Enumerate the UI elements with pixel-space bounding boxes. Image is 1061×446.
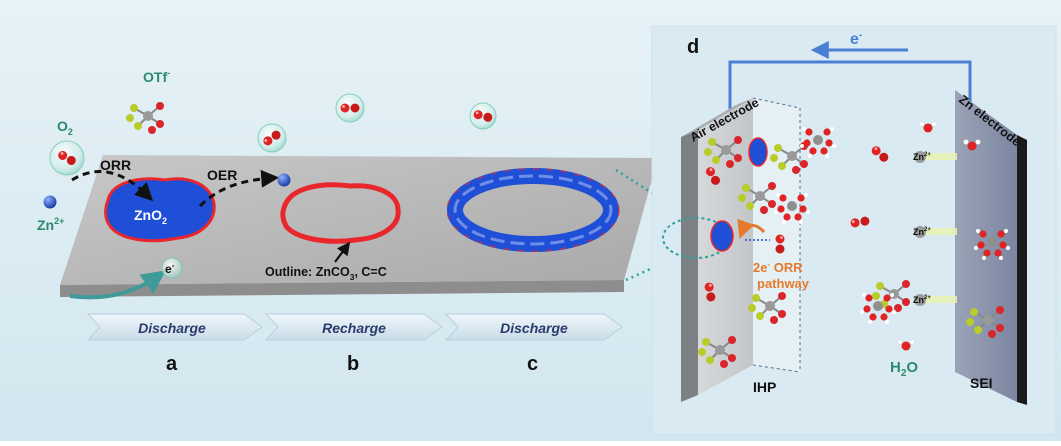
air-electrode-top <box>681 98 753 137</box>
step-arrow-discharge-2: Discharge <box>444 313 623 341</box>
panel-label-c: c <box>527 353 538 375</box>
outline-ring <box>280 182 401 244</box>
zn-ion-group-1: Zn2+ <box>913 151 957 163</box>
zn-ion-icon <box>914 151 926 163</box>
zn-ion-group-3: Zn2+ <box>913 294 957 306</box>
zn-ion-trail <box>915 153 957 160</box>
zno2-label: ZnO2 <box>134 207 167 226</box>
cathode-slab-edge <box>60 280 624 297</box>
electron-arrow <box>69 270 166 300</box>
o2-label: O2 <box>57 118 73 137</box>
panel-label-b: b <box>347 353 359 375</box>
zn-ion-trail <box>915 296 957 303</box>
orr-label: ORR <box>100 157 131 173</box>
ihp-label: IHP <box>753 379 776 395</box>
orr-arrow <box>71 170 154 202</box>
zn-ion-icon <box>914 294 926 306</box>
air-electrode-side <box>681 130 698 402</box>
otf-label: OTf- <box>143 68 170 85</box>
zn-ion-label: Zn2+ <box>913 227 931 237</box>
zn-electrode-side <box>1017 135 1027 405</box>
zn-ion-icon <box>277 173 291 187</box>
zn-ion-label: Zn2+ <box>913 295 931 305</box>
oer-label: OER <box>207 167 237 183</box>
orr-pathway-arrow <box>737 218 766 239</box>
zn-ion-label: Zn2+ <box>913 152 931 162</box>
zn-ion-icon <box>43 195 57 209</box>
electron-bubble <box>161 257 183 279</box>
step-label-recharge: Recharge <box>322 320 386 336</box>
o2-bubble <box>257 123 287 153</box>
step-arrow-recharge: Recharge <box>264 313 443 341</box>
sei-label: SEI <box>970 375 993 391</box>
zn-ion-icon <box>914 226 926 238</box>
pathway-label-line1: 2e- ORR <box>753 260 803 275</box>
outline-pointer <box>334 241 351 263</box>
o2-bubble <box>335 93 365 123</box>
oer-arrow <box>198 169 280 208</box>
zn-ion-group-2: Zn2+ <box>913 226 957 238</box>
pathway-label-line2: pathway <box>757 276 810 291</box>
panel-label-d: d <box>687 36 699 58</box>
step-label-discharge-1: Discharge <box>138 320 206 336</box>
zno2-deposit <box>748 137 768 167</box>
cathode-slab-top <box>60 155 658 285</box>
step-arrow-discharge-1: Discharge <box>86 313 263 341</box>
zno2-deposit <box>104 177 216 243</box>
ihp-boundary-top <box>752 97 801 109</box>
zn-ion-trail <box>915 228 957 235</box>
zno2-deposit <box>710 220 734 252</box>
o2-bubble <box>469 102 497 130</box>
zno2-flake-ring <box>446 168 620 252</box>
step-label-discharge-2: Discharge <box>500 320 568 336</box>
panel-label-a: a <box>166 353 178 375</box>
o2-bubble <box>49 140 85 176</box>
h2o-label: H2O <box>890 359 918 379</box>
electron-label: e- <box>165 261 175 276</box>
outline-label: Outline: ZnCO3, C=C <box>265 265 387 282</box>
zn2-label: Zn2+ <box>37 216 64 233</box>
electron-flow-label: e- <box>850 30 862 48</box>
ihp-boundary-bottom <box>752 364 801 373</box>
external-circuit-wire <box>728 60 972 118</box>
